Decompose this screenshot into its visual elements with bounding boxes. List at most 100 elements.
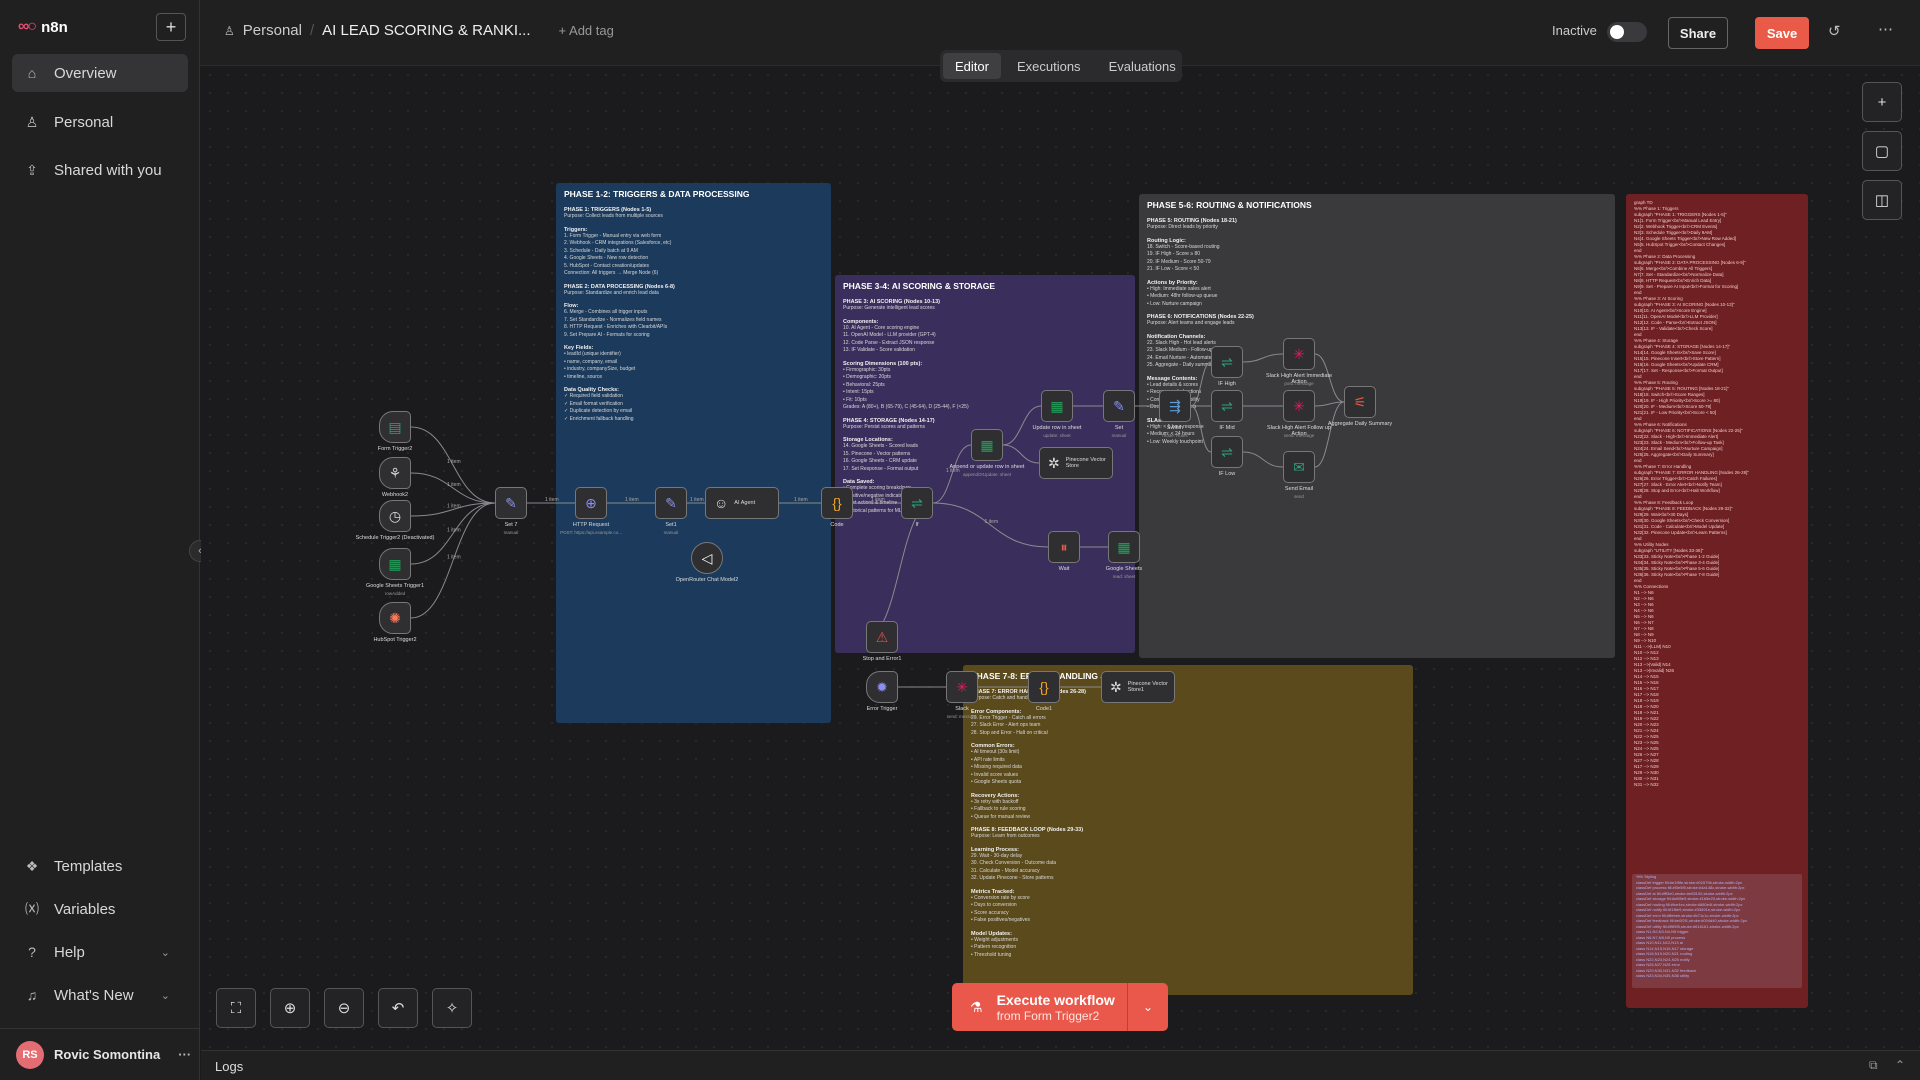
add-tag-button[interactable]: + Add tag xyxy=(558,23,614,38)
zoom-in-button[interactable]: ⊕ xyxy=(270,988,310,1028)
node-slackmid[interactable]: ✳ xyxy=(1283,390,1315,422)
share-button[interactable]: Share xyxy=(1668,17,1728,49)
tab-executions[interactable]: Executions xyxy=(1016,58,1081,74)
node-schedule[interactable]: ◷ xyxy=(379,500,411,532)
node-set2[interactable]: ✎ xyxy=(1103,390,1135,422)
connection-line[interactable] xyxy=(410,502,496,619)
note-line: N15 --> N16 xyxy=(1634,680,1659,685)
sidebar-item-help[interactable]: ? Help ⌄ xyxy=(12,933,188,971)
node-append[interactable]: ▦ xyxy=(971,429,1003,461)
node-iflow[interactable]: ⇌ xyxy=(1211,436,1243,468)
connection-line[interactable] xyxy=(1314,401,1345,407)
popout-icon[interactable]: ⧉ xyxy=(1869,1058,1878,1072)
variables-icon: ⒳ xyxy=(25,901,39,917)
project-link[interactable]: Personal xyxy=(242,22,302,39)
node-set7[interactable]: ✎ xyxy=(495,487,527,519)
n8n-logo[interactable]: ∞○ n8n xyxy=(18,18,68,36)
node-gsheets[interactable]: ▦ xyxy=(1108,531,1140,563)
node-email[interactable]: ✉ xyxy=(1283,451,1315,483)
tab-evaluations[interactable]: Evaluations xyxy=(1108,58,1176,74)
sidebar-item-overview[interactable]: ⌂ Overview xyxy=(12,54,188,92)
add-node-button[interactable]: + xyxy=(1862,82,1902,122)
sidebar-item-whats-new[interactable]: ♫ What's New ⌄ xyxy=(12,976,188,1014)
create-button[interactable]: + xyxy=(156,13,186,41)
connection-line[interactable] xyxy=(932,444,972,504)
node-slack[interactable]: ✳ xyxy=(946,671,978,703)
chevron-up-icon[interactable]: ⌃ xyxy=(1895,1058,1906,1072)
connection-line[interactable] xyxy=(1242,451,1284,468)
node-errtrig[interactable]: ✹ xyxy=(866,671,898,703)
node-subtitle: read: sheet xyxy=(1112,574,1136,579)
node-gsheetsTrig[interactable]: ▦ xyxy=(379,548,411,580)
node-switch[interactable]: ⇶ xyxy=(1159,390,1191,422)
sidebar-item-templates[interactable]: ❖ Templates xyxy=(12,847,188,885)
node-pinecone[interactable]: ✲Pinecone Vector Store xyxy=(1039,447,1113,479)
node-set[interactable]: ✎ xyxy=(655,487,687,519)
node-webhook[interactable]: ⚘ xyxy=(379,457,411,489)
node-if[interactable]: ⇌ xyxy=(901,487,933,519)
tab-editor[interactable]: Editor xyxy=(943,53,1001,79)
node-label: Slack xyxy=(955,706,969,712)
connection-line[interactable] xyxy=(1314,353,1345,403)
node-icon: ✎ xyxy=(1113,397,1125,414)
node-stop[interactable]: ⚠ xyxy=(866,621,898,653)
node-form[interactable]: ▤ xyxy=(379,411,411,443)
connection-line[interactable] xyxy=(1242,353,1284,363)
user-menu[interactable]: RS Rovic Somontina ··· xyxy=(0,1028,200,1080)
toggle-panel-button[interactable]: ◫ xyxy=(1862,180,1902,220)
connection-line[interactable] xyxy=(410,426,496,504)
history-icon[interactable]: ↺ xyxy=(1828,23,1841,40)
workflow-canvas[interactable]: PHASE 1-2: TRIGGERS & DATA PROCESSING PH… xyxy=(201,66,1920,1050)
active-toggle[interactable] xyxy=(1607,22,1647,42)
execute-main[interactable]: ⚗ Execute workflow from Form Trigger2 xyxy=(952,983,1128,1031)
zoom-out-button[interactable]: ⊖ xyxy=(324,988,364,1028)
node-pinecone1[interactable]: ✲Pinecone Vector Store1 xyxy=(1101,671,1175,703)
fit-view-button[interactable]: ⛶ xyxy=(216,988,256,1028)
more-icon[interactable]: ··· xyxy=(178,1047,192,1062)
sidebar-item-shared[interactable]: ⇪ Shared with you xyxy=(12,151,188,189)
logs-panel[interactable]: Logs ⧉ ⌃ xyxy=(201,1050,1920,1080)
more-options-icon[interactable]: ⋯ xyxy=(1878,21,1893,38)
undo-button[interactable]: ↶ xyxy=(378,988,418,1028)
connection-line[interactable] xyxy=(410,502,496,565)
sticky-note-phase-1-2[interactable]: PHASE 1-2: TRIGGERS & DATA PROCESSING PH… xyxy=(556,183,831,723)
note-line: end xyxy=(1634,536,1642,541)
connection-line[interactable] xyxy=(410,502,496,517)
save-button[interactable]: Save xyxy=(1755,17,1809,49)
node-wait[interactable]: ⏸ xyxy=(1048,531,1080,563)
node-update[interactable]: ▦ xyxy=(1041,390,1073,422)
note-line: subgraph "PHASE 1: TRIGGERS [Nodes 1-5]" xyxy=(1634,212,1727,217)
connection-line[interactable] xyxy=(1190,405,1212,453)
execute-workflow-button[interactable]: ⚗ Execute workflow from Form Trigger2 ⌄ xyxy=(952,983,1168,1031)
connection-line[interactable] xyxy=(1190,361,1212,407)
connection-line[interactable] xyxy=(932,502,1049,548)
note-title: PHASE 5-6: ROUTING & NOTIFICATIONS xyxy=(1147,200,1312,210)
node-aggregate[interactable]: ⚟ xyxy=(1344,386,1376,418)
note-line: 12. Code Parse - Extract JSON response xyxy=(843,339,935,346)
sticky-note-phase-5-6[interactable]: PHASE 5-6: ROUTING & NOTIFICATIONS PHASE… xyxy=(1139,194,1615,658)
note-line: N22 --> N25 xyxy=(1634,734,1659,739)
node-ifhigh[interactable]: ⇌ xyxy=(1211,346,1243,378)
connection-line[interactable] xyxy=(410,472,496,504)
sidebar-item-personal[interactable]: ♙ Personal xyxy=(12,103,188,141)
node-code1[interactable]: {} xyxy=(1028,671,1060,703)
chevron-down-icon[interactable]: ⌄ xyxy=(1142,1000,1154,1014)
note-line: • Historical patterns for ML xyxy=(843,507,902,514)
node-agent[interactable]: ☺AI Agent xyxy=(705,487,779,519)
note-line: N33[33. Sticky Note<br/>Phase 1-2 Guide] xyxy=(1634,554,1720,559)
connection-line[interactable] xyxy=(1314,401,1345,468)
node-ifmid[interactable]: ⇌ xyxy=(1211,390,1243,422)
node-openrouter[interactable]: ◁ xyxy=(691,542,723,574)
sidebar-item-variables[interactable]: ⒳ Variables xyxy=(12,890,188,928)
node-http[interactable]: ⊕ xyxy=(575,487,607,519)
node-hubspot[interactable]: ✺ xyxy=(379,602,411,634)
note-line: N30[30. Google Sheets<br/>Check Conversi… xyxy=(1634,518,1730,523)
connection-line[interactable] xyxy=(1002,444,1040,464)
sticky-note-button[interactable]: ▢ xyxy=(1862,131,1902,171)
node-slackhigh[interactable]: ✳ xyxy=(1283,338,1315,370)
tidy-up-button[interactable]: ✧ xyxy=(432,988,472,1028)
workflow-title[interactable]: AI LEAD SCORING & RANKI... xyxy=(322,22,531,39)
node-code[interactable]: {} xyxy=(821,487,853,519)
connection-line[interactable] xyxy=(1002,405,1042,446)
